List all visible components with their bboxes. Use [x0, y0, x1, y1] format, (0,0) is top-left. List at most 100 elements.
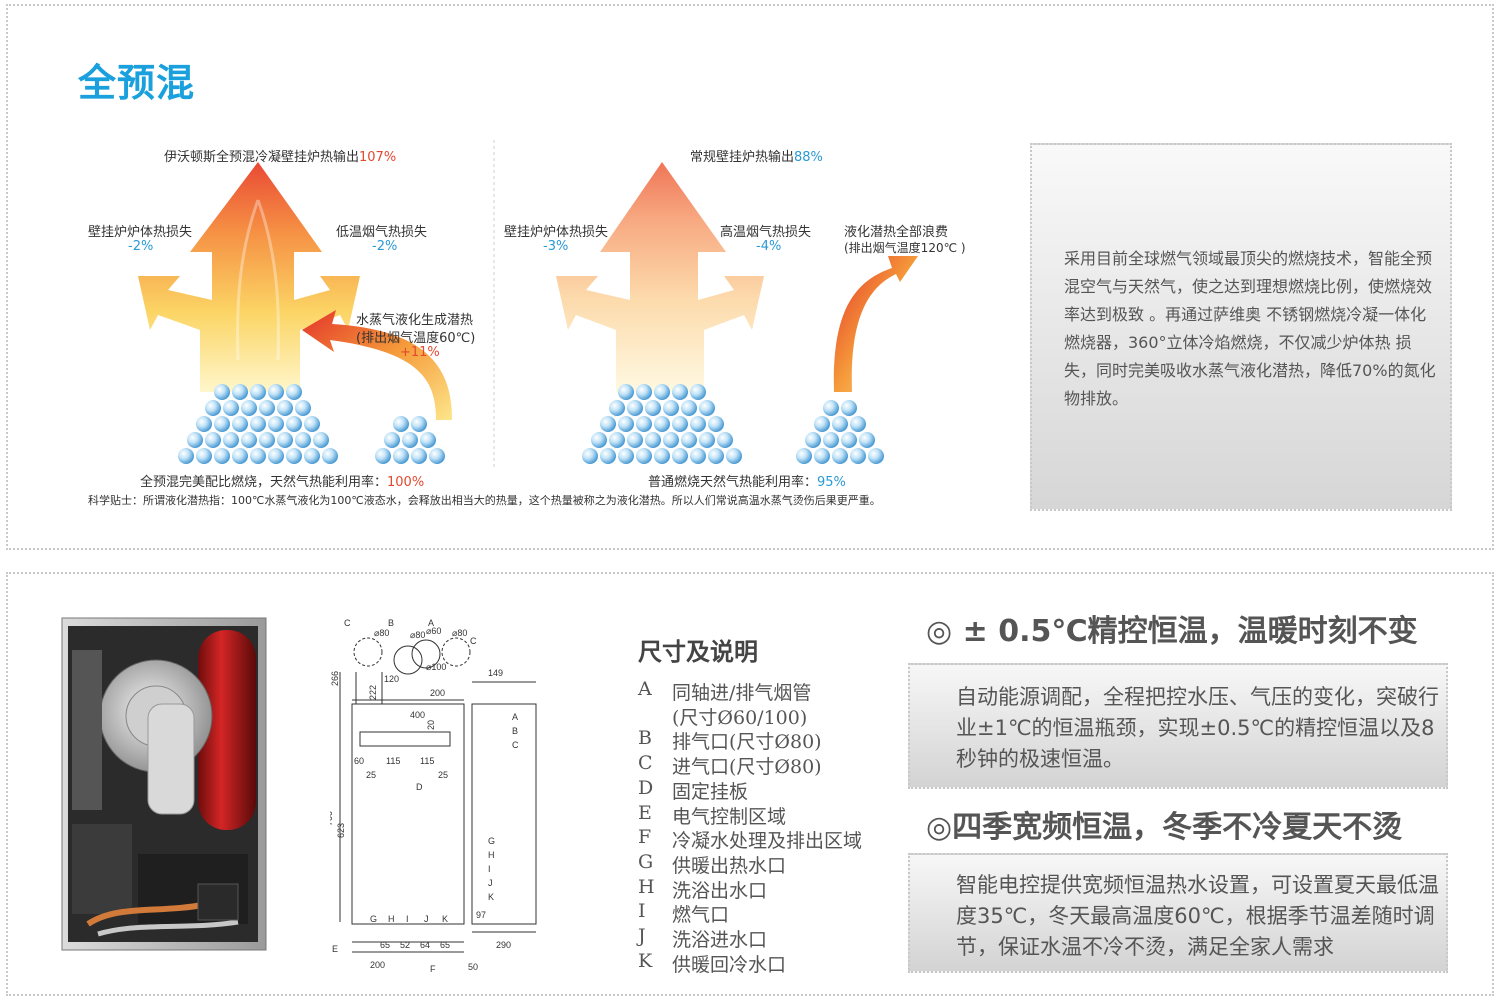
dimension-text: 洗浴出水口	[672, 879, 768, 902]
gas-bubble	[618, 448, 634, 464]
drawing-label: E	[332, 944, 338, 954]
gas-bubble	[823, 400, 839, 416]
left-body-loss-value: -2%	[128, 239, 154, 254]
drawing-label: ⌀100	[426, 662, 446, 672]
gas-bubble	[411, 448, 427, 464]
gas-bubble	[223, 432, 239, 448]
dimension-text: 同轴进/排气烟管	[672, 682, 812, 704]
drawing-label: B	[388, 618, 394, 628]
gas-bubble	[250, 448, 266, 464]
gas-bubble	[814, 448, 830, 464]
drawing-label: B	[512, 726, 518, 736]
drawing-label: 222	[368, 685, 378, 700]
feature-1-heading: ◎ ± 0.5℃精控恒温，温暖时刻不变	[926, 614, 1418, 649]
gas-bubble	[214, 448, 230, 464]
left-body-loss-label: 壁挂炉炉体热损失	[88, 225, 193, 240]
drawing-label: 20	[426, 720, 436, 730]
gas-bubble	[600, 416, 616, 432]
dimension-text: 供暖出热水口	[672, 854, 787, 877]
gas-bubble	[384, 432, 400, 448]
dimension-text: (尺寸Ø60/100)	[672, 706, 808, 729]
drawing-label: 115	[420, 756, 434, 766]
drawing-label: 266	[330, 671, 340, 686]
gas-bubble	[699, 432, 715, 448]
drawing-label: 700	[330, 811, 334, 826]
gas-bubble	[841, 432, 857, 448]
gas-bubble	[708, 416, 724, 432]
right-flame	[556, 162, 764, 392]
drawing-label: ⌀60	[426, 626, 441, 636]
drawing-label: F	[430, 964, 436, 974]
gas-bubble	[814, 416, 830, 432]
gas-bubble	[726, 448, 742, 464]
gas-bubble	[411, 416, 427, 432]
gas-bubble	[841, 400, 857, 416]
drawing-label: 115	[386, 756, 400, 766]
gas-bubble	[178, 448, 194, 464]
gas-bubble	[681, 432, 697, 448]
science-tip: 科学贴士：所谓液化潜热指：100℃水蒸气液化为100℃液态水，会释放出相当大的热…	[88, 494, 881, 507]
dimension-key: I	[638, 900, 646, 923]
drawing-label: ⌀80	[374, 628, 389, 638]
dimension-text: 排气口(尺寸Ø80)	[672, 731, 822, 754]
gas-bubble	[286, 384, 302, 400]
drawing-label: H	[388, 914, 395, 924]
gas-bubble	[268, 448, 284, 464]
right-waste-label: 液化潜热全部浪费	[844, 225, 949, 240]
right-flue-loss-value: -4%	[756, 239, 782, 254]
dimension-text: 冷凝水处理及排出区域	[672, 830, 863, 853]
drawing-label: 200	[430, 688, 445, 698]
dimension-text: 固定挂板	[672, 780, 749, 803]
gas-bubble	[609, 400, 625, 416]
feature-1-box: 自动能源调配，全程把控水压、气压的变化，突破行业±1℃的恒温瓶颈，实现±0.5℃…	[908, 663, 1448, 789]
left-flame	[138, 162, 360, 392]
gas-bubble	[663, 400, 679, 416]
gas-bubble	[250, 384, 266, 400]
gas-bubble	[286, 448, 302, 464]
gas-bubble	[654, 384, 670, 400]
drawing-label: C	[512, 740, 519, 750]
right-waste-sub: (排出烟气温度120℃ )	[844, 241, 966, 255]
gas-bubble	[205, 432, 221, 448]
gas-bubble	[214, 416, 230, 432]
dimension-key: C	[638, 752, 653, 775]
gas-bubble	[708, 448, 724, 464]
left-latent-sub: (排出烟气温度60℃)	[356, 331, 476, 346]
gas-bubble	[690, 448, 706, 464]
drawing-label: C	[344, 618, 351, 628]
gas-bubble	[259, 432, 275, 448]
gas-bubble	[268, 384, 284, 400]
feature-1-text: 自动能源调配，全程把控水压、气压的变化，突破行业±1℃的恒温瓶颈，实现±0.5℃…	[956, 685, 1439, 771]
gas-bubble	[654, 416, 670, 432]
drawing-label: I	[406, 914, 409, 924]
drawing-label: 400	[410, 710, 425, 720]
right-top-label: 常规壁挂炉热输出88%	[690, 150, 823, 165]
right-body-loss-label: 壁挂炉炉体热损失	[504, 225, 609, 240]
drawing-label: K	[442, 914, 448, 924]
drawing-label: 52	[400, 940, 410, 950]
gas-bubble	[868, 448, 884, 464]
left-flue-loss-value: -2%	[372, 239, 398, 254]
gas-bubble	[859, 432, 875, 448]
gas-bubble	[645, 400, 661, 416]
gas-bubble	[663, 432, 679, 448]
gas-bubble	[304, 416, 320, 432]
gas-bubble	[232, 448, 248, 464]
gas-bubble	[672, 416, 688, 432]
dimension-text: 电气控制区域	[672, 805, 787, 828]
drawing-label: J	[424, 914, 429, 924]
gas-bubble	[618, 416, 634, 432]
gas-bubble	[627, 400, 643, 416]
gas-bubble	[420, 432, 436, 448]
drawing-label: J	[488, 878, 493, 888]
dimension-key: K	[638, 949, 653, 972]
description-box: 采用目前全球燃气领域最顶尖的燃烧技术，智能全预混空气与天然气，使之达到理想燃烧比…	[1030, 143, 1452, 511]
gas-bubble	[268, 416, 284, 432]
gas-bubble	[796, 448, 812, 464]
gas-bubble	[636, 416, 652, 432]
gas-bubble	[241, 400, 257, 416]
gas-bubble	[214, 384, 230, 400]
dimension-text: 供暖回冷水口	[672, 953, 787, 976]
drawing-label: 149	[488, 668, 503, 678]
